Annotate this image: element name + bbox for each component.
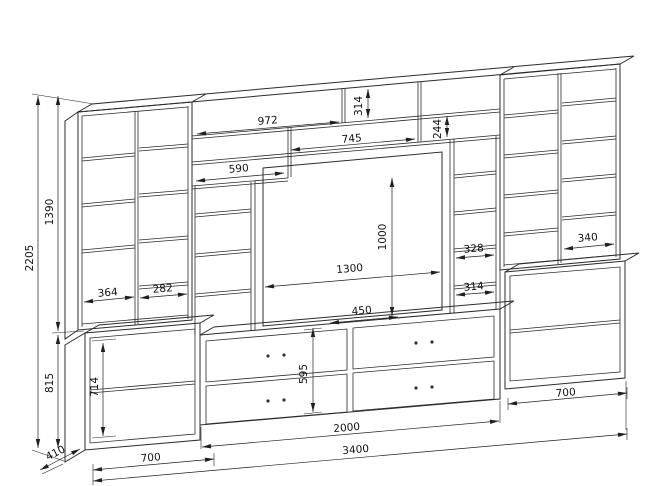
dim-row1-height: 314 xyxy=(353,96,365,116)
left-bookcase xyxy=(64,101,193,340)
furniture-linework xyxy=(64,55,640,463)
right-bookcase xyxy=(499,63,621,271)
tv-back-panel xyxy=(262,151,443,327)
drawer-handles xyxy=(266,340,434,403)
dim-overall-width: 3400 xyxy=(342,443,370,457)
dim-depth: 410 xyxy=(44,443,67,463)
right-cubby-column xyxy=(449,135,501,314)
dim-left-bay2-width: 282 xyxy=(152,282,173,296)
dim-overall-height: 2205 xyxy=(24,245,36,272)
dim-niche-shelf-width: 450 xyxy=(351,304,372,318)
top-panel xyxy=(77,55,635,113)
left-base-cabinet xyxy=(64,314,215,463)
drawer-fronts xyxy=(205,315,495,425)
dim-left-cabinet-width: 700 xyxy=(140,451,161,465)
dimension-annotations: 2205 1390 815 714 410 700 3400 2000 700 … xyxy=(24,89,628,485)
dim-shelf-mid-width: 745 xyxy=(341,132,362,146)
dim-right-bay-width: 340 xyxy=(577,231,598,245)
right-base-cabinet xyxy=(504,252,640,390)
left-bookcase-shelves xyxy=(81,143,189,290)
dim-drawer-height: 595 xyxy=(298,364,310,384)
dim-shelf-left-width: 590 xyxy=(228,162,249,176)
dimension-lines xyxy=(35,89,628,483)
dim-base-opening-height: 714 xyxy=(89,377,101,397)
dimension-labels: 2205 1390 815 714 410 700 3400 2000 700 … xyxy=(24,96,598,465)
drawer-unit xyxy=(199,300,515,426)
dim-right-col2-width: 314 xyxy=(463,280,484,294)
dim-niche-width: 1300 xyxy=(336,262,364,276)
dim-row2-height: 244 xyxy=(432,119,444,139)
dim-upper-section-height: 1390 xyxy=(44,199,56,226)
dim-right-col1-width: 328 xyxy=(463,242,484,256)
dim-shelf-top-width: 972 xyxy=(257,114,278,128)
dim-base-section-height: 815 xyxy=(44,373,56,393)
left-cubby-column xyxy=(194,181,256,335)
right-bookcase-shelves xyxy=(503,97,617,237)
dim-right-cabinet-width: 700 xyxy=(555,386,576,400)
dim-niche-height: 1000 xyxy=(377,224,389,251)
dim-drawer-unit-width: 2000 xyxy=(333,421,361,435)
dim-left-bay1-width: 364 xyxy=(97,286,118,300)
